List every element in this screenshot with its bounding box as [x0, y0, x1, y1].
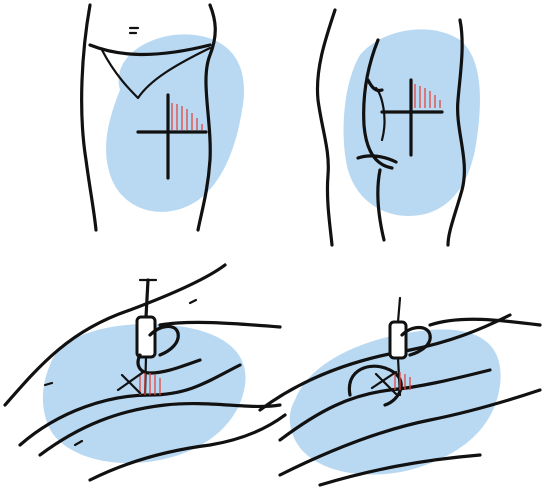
buttock-side-view-icon: [300, 0, 500, 250]
thigh-front-view-panel: [60, 0, 270, 240]
buttock-injection-syringe-icon: [250, 290, 544, 489]
buttock-side-view-panel: [300, 0, 500, 250]
blue-injection-region: [106, 34, 244, 212]
buttock-injection-panel: [250, 290, 544, 489]
thigh-front-view-icon: [60, 0, 270, 240]
